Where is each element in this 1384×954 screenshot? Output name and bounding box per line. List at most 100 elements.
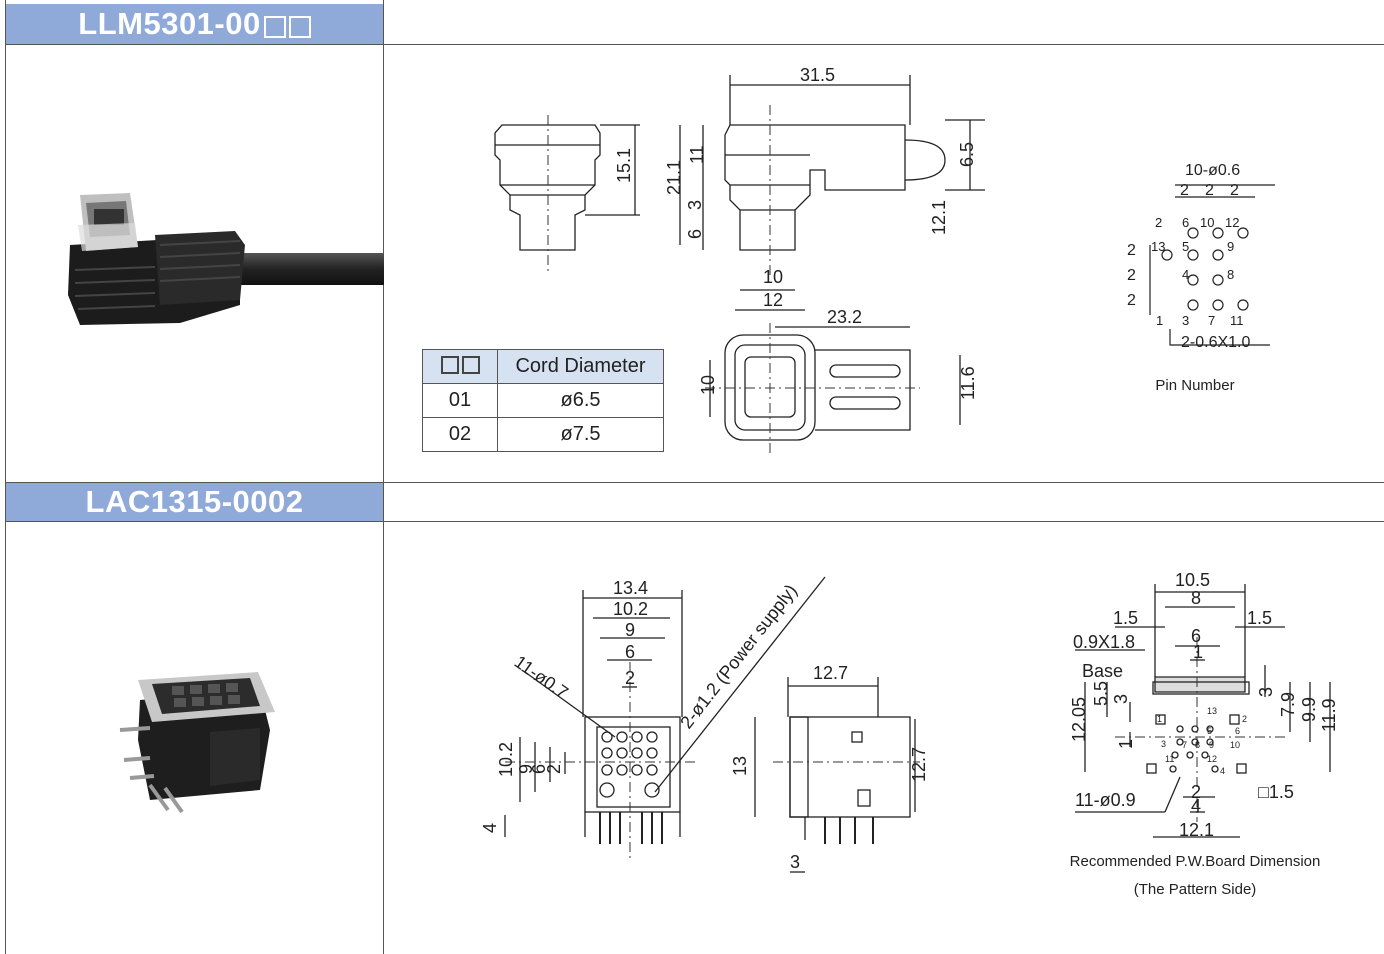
pin-label: 5 <box>1182 239 1189 254</box>
board-dim-6: 6 <box>1191 626 1201 646</box>
dim-9: 9 <box>625 620 635 640</box>
board-dim-5-5: 5.5 <box>1091 681 1111 706</box>
pcb-caption-line1: Recommended P.W.Board Dimension <box>1069 853 1321 870</box>
board-slot-label: 0.9X1.8 <box>1073 632 1135 652</box>
board-dim-1-5: 1.5 <box>1113 608 1138 628</box>
dim-6-5: 6.5 <box>957 142 977 167</box>
board-dim-11-9: 11.9 <box>1319 698 1339 732</box>
board-dim-8: 8 <box>1191 588 1201 608</box>
cord-diameter: ø7.5 <box>497 417 664 452</box>
dim-3: 3 <box>790 852 800 872</box>
dim-10: 10 <box>763 267 783 287</box>
dim-v-2: 2 <box>544 764 564 774</box>
row-divider <box>5 521 1384 522</box>
board-pin-label: 12 <box>1207 754 1217 764</box>
board-holes-label: 11-ø0.9 <box>1075 790 1136 810</box>
pin-label: 13 <box>1151 239 1165 254</box>
board-pin-label: 6 <box>1235 726 1240 736</box>
board-dim-1b: 1 <box>1116 739 1136 749</box>
cable-connector-photo <box>68 193 384 325</box>
pin-pitch: 2 <box>1127 242 1136 259</box>
part-number-2: LAC1315-0002 <box>85 484 304 519</box>
frame-left-border <box>5 0 6 954</box>
pin-label: 1 <box>1156 313 1163 328</box>
dim-11: 11 <box>687 145 707 164</box>
pin-pitch: 2 <box>1230 182 1239 199</box>
dim-6: 6 <box>685 229 705 239</box>
dim-12-7: 12.7 <box>813 663 848 683</box>
board-dim-3b: 3 <box>1111 694 1131 704</box>
board-dim-12-05: 12.05 <box>1069 697 1089 742</box>
power-supply-callout: 2-ø1.2 (Power supply) <box>676 580 801 732</box>
pin-pitch: 2 <box>1127 292 1136 309</box>
pin-label: 2 <box>1155 215 1162 230</box>
llm5301-drawing: 31.5 15.1 21.1 11 3 6 6.5 12.1 10 12 23.… <box>494 65 1275 455</box>
row-divider <box>5 482 1384 483</box>
dim-12-1: 12.1 <box>929 200 949 235</box>
pin-pitch: 2 <box>1205 182 1214 199</box>
pin-label: 12 <box>1225 215 1239 230</box>
cord-diameter: ø6.5 <box>497 383 664 418</box>
board-base-label: Base <box>1082 661 1123 681</box>
dim-v-12-7: 12.7 <box>909 747 929 782</box>
board-pad-size: □1.5 <box>1258 782 1294 802</box>
column-divider <box>383 0 384 954</box>
lac1315-drawing: 13.4 10.2 9 6 2 11-ø0.7 2-ø1.2 (Power su… <box>480 570 1339 873</box>
part-number-1: LLM5301-00 <box>78 6 261 41</box>
board-dim-1: 1 <box>1193 642 1203 662</box>
dim-2: 2 <box>625 668 635 688</box>
dim-15-1: 15.1 <box>614 148 634 183</box>
dim-31-5: 31.5 <box>800 65 835 85</box>
dim-11-6: 11.6 <box>958 366 978 400</box>
board-pin-label: 9 <box>1209 740 1214 750</box>
dim-10-2: 10.2 <box>613 599 648 619</box>
cord-code: 01 <box>422 383 498 418</box>
board-dim-12-1: 12.1 <box>1179 820 1214 840</box>
pin-label: 4 <box>1182 267 1189 282</box>
cord-diameter-header: Cord Diameter <box>497 349 664 384</box>
board-dim-1-5: 1.5 <box>1247 608 1272 628</box>
cord-diameter-table: Cord Diameter 01 ø6.5 02 ø7.5 <box>422 349 664 452</box>
board-dim-4: 4 <box>1191 796 1201 816</box>
part-header-2: LAC1315-0002 <box>6 483 383 521</box>
dim-12: 12 <box>763 290 783 310</box>
cord-code: 02 <box>422 417 498 452</box>
board-dim-9-9: 9.9 <box>1299 697 1319 722</box>
pin-pitch: 2 <box>1180 182 1189 199</box>
board-pin-label: 4 <box>1220 766 1225 776</box>
board-pin-label: 3 <box>1161 739 1166 749</box>
pin-label: 9 <box>1227 239 1234 254</box>
dim-v-10-2: 10.2 <box>496 742 516 777</box>
pin-number-caption: Pin Number <box>1155 377 1235 394</box>
board-pin-label: 10 <box>1230 740 1240 750</box>
dim-v-4: 4 <box>480 823 500 833</box>
part-header-1: LLM5301-00 <box>6 4 383 44</box>
dim-6: 6 <box>625 642 635 662</box>
pin-pitch: 2 <box>1127 267 1136 284</box>
holes-callout: 11-ø0.7 <box>511 652 572 703</box>
pin-label: 7 <box>1208 313 1215 328</box>
board-dim-10-5: 10.5 <box>1175 570 1210 590</box>
board-pin-label: 11 <box>1165 754 1174 764</box>
code-header-cell <box>422 349 498 384</box>
pin-label: 3 <box>1182 313 1189 328</box>
board-pin-label: 1 <box>1157 714 1162 724</box>
dim-23-2: 23.2 <box>827 307 862 327</box>
variant-placeholder-boxes <box>261 6 311 46</box>
row-divider <box>5 44 1384 45</box>
pin-label: 6 <box>1182 215 1189 230</box>
dim-v-13: 13 <box>730 756 750 776</box>
board-pin-label: 7 <box>1182 740 1187 750</box>
board-dim-7-9: 7.9 <box>1278 692 1298 717</box>
board-pin-label: 5 <box>1207 726 1212 736</box>
board-dim-2: 2 <box>1191 782 1201 802</box>
dim-3: 3 <box>685 200 705 210</box>
dim-13-4: 13.4 <box>613 578 648 598</box>
pin-slots-label: 2-0.6X1.0 <box>1181 334 1250 351</box>
pin-holes-label: 10-ø0.6 <box>1185 162 1240 179</box>
dim-v-6: 6 <box>529 764 549 774</box>
board-pin-label: 13 <box>1207 706 1217 716</box>
pin-label: 8 <box>1227 267 1234 282</box>
board-pin-label: 8 <box>1195 740 1200 750</box>
